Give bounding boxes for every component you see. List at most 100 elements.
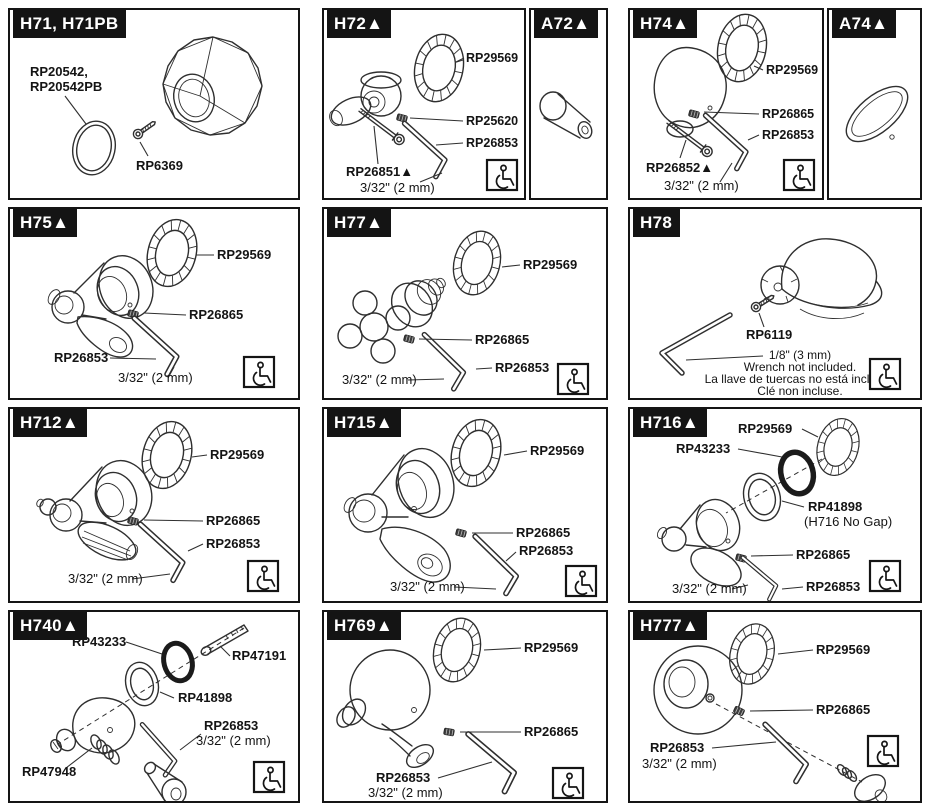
panel-title: H74▲ <box>633 10 698 38</box>
leader-line <box>64 95 87 125</box>
leader-line <box>409 117 464 122</box>
gear-ring-illustration <box>722 618 782 690</box>
part-label: RP26865 <box>206 513 260 528</box>
leader-line <box>65 747 93 769</box>
leader-line <box>777 649 814 655</box>
panel-title: H712▲ <box>13 409 87 437</box>
panel-title: H769▲ <box>327 612 401 640</box>
panel-h75: H75▲ RP29569 RP26865 RP26853 3/32" (2 mm… <box>8 207 300 400</box>
note-en: Wrench not included. <box>744 360 857 374</box>
panel-title: H77▲ <box>327 209 392 237</box>
coil-spring-illustration <box>90 734 120 765</box>
part-label: RP26853 <box>806 579 860 594</box>
cross-knob-illustration <box>337 277 446 364</box>
leader-line <box>781 500 805 508</box>
leader-line <box>125 641 163 655</box>
wrench-size-note: 1/8" (3 mm) <box>769 348 831 362</box>
panel-h712: H712▲ RP29569 RP26865 RP26853 3/32" (2 m… <box>8 407 300 603</box>
panel-h716: H716▲ RP29569 RP43233 RP41898 (H716 <box>628 407 922 603</box>
set-screw-illustration <box>454 528 468 538</box>
assembly-axis <box>725 458 823 514</box>
leader-line <box>179 733 202 751</box>
part-label: RP6119 <box>746 327 792 342</box>
panel-h715: H715▲ RP29569 RP26865 RP26853 3/32" (2 m… <box>322 407 608 603</box>
allen-wrench-illustration <box>755 724 813 782</box>
leader-line <box>758 312 765 328</box>
leader-line <box>749 709 814 712</box>
set-screw-illustration <box>443 727 455 737</box>
part-label: RP25620 <box>466 114 518 128</box>
size-note: 3/32" (2 mm) <box>664 178 739 193</box>
threaded-stud-illustration <box>200 624 249 656</box>
screw-illustration <box>130 117 159 142</box>
round-knob-illustration <box>653 645 743 735</box>
panel-title: A74▲ <box>832 10 897 38</box>
part-label: RP29569 <box>530 443 584 458</box>
panel-title: A72▲ <box>534 10 599 38</box>
gear-ring-illustration <box>710 10 774 87</box>
part-label: RP20542, <box>30 64 88 79</box>
part-label: RP26852▲ <box>646 160 713 175</box>
leader-line <box>503 450 528 456</box>
leader-line <box>781 586 804 590</box>
handle-body-illustration <box>50 697 136 754</box>
handle-assembly-illustration <box>47 255 154 358</box>
exploded-diagram-h77: RP29569 RP26865 RP26853 3/32" (2 mm) <box>337 225 590 396</box>
panel-title: H716▲ <box>633 409 707 437</box>
accent-diagram-a74 <box>845 85 909 143</box>
handle-screw-illustration <box>356 105 407 148</box>
exploded-diagram-h72: RP29569 RP25620 RP26853 RP26851▲ 3/32" (… <box>329 29 518 195</box>
wheelchair-icon <box>782 158 816 192</box>
part-label: RP29569 <box>466 51 518 65</box>
size-note: 3/32" (2 mm) <box>390 579 465 594</box>
part-label: RP26865 <box>475 332 529 347</box>
faceted-knob-illustration <box>162 36 263 136</box>
part-label: RP29569 <box>523 257 577 272</box>
size-note: 3/32" (2 mm) <box>68 571 143 586</box>
assembly-axis <box>57 627 245 745</box>
exploded-diagram-h712: RP29569 RP26865 RP26853 3/32" (2 mm) <box>36 415 280 593</box>
part-label: RP26865 <box>524 724 578 739</box>
leader-line <box>753 65 764 71</box>
wheelchair-icon <box>252 760 286 794</box>
panel-h77: H77▲ RP29569 RP26865 RP26853 3/32" (2 mm… <box>322 207 608 400</box>
leader-line <box>679 139 687 159</box>
teardrop-handle-illustration <box>343 447 455 583</box>
part-label: RP26853 <box>466 136 518 150</box>
wheelchair-icon <box>551 766 585 800</box>
small-handle-illustration <box>836 763 888 801</box>
panel-title: H75▲ <box>13 209 78 237</box>
wheelchair-icon <box>868 357 902 391</box>
dome-handle-illustration <box>336 649 435 769</box>
part-label: RP29569 <box>210 447 264 462</box>
leader-line <box>437 761 493 779</box>
cone-accent-illustration <box>539 91 593 139</box>
panel-h78: H78 RP6119 1/8" (3 mm) Wrench not includ… <box>628 207 922 400</box>
part-label: RP29569 <box>217 247 271 262</box>
wheelchair-icon <box>866 734 900 768</box>
exploded-diagram-h715: RP29569 RP26865 RP26853 3/32" (2 mm) <box>343 413 598 601</box>
part-label-note: (H716 No Gap) <box>804 514 892 529</box>
leader-line <box>143 519 204 522</box>
wheelchair-icon <box>242 355 276 389</box>
gear-ring-illustration <box>425 612 489 688</box>
gear-ring-illustration <box>445 225 509 301</box>
panel-title: H72▲ <box>327 10 392 38</box>
part-label: RP26853 <box>495 360 549 375</box>
part-label: RP26865 <box>796 547 850 562</box>
lever-handle-illustration <box>329 71 402 127</box>
size-note: 3/32" (2 mm) <box>368 785 443 800</box>
part-label: RP41898 <box>178 690 232 705</box>
panel-a72: A72▲ <box>529 8 608 200</box>
leader-line <box>143 312 187 316</box>
leader-line <box>737 448 783 458</box>
note-fr: Clé non incluse. <box>757 384 842 398</box>
o-ring-illustration <box>161 640 195 684</box>
part-label: RP26853 <box>54 350 108 365</box>
gear-ring-illustration <box>134 415 200 495</box>
part-label: RP26853 <box>762 128 814 142</box>
trim-ring-illustration <box>72 120 116 176</box>
panel-h72: H72▲ RP29569 RP25620 RP26853 RP26851▲ 3/… <box>322 8 526 200</box>
panel-title: H777▲ <box>633 612 707 640</box>
set-screw-illustration <box>126 516 140 526</box>
